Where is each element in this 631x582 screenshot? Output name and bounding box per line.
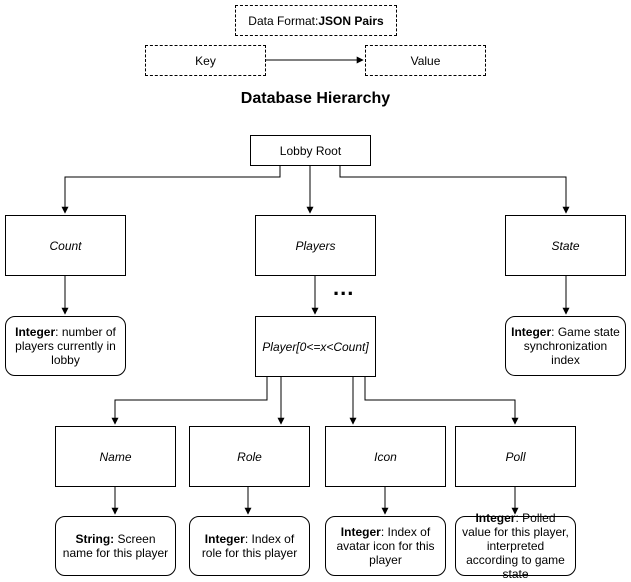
node-name-label: Name: [99, 449, 132, 464]
diagram-title: Database Hierarchy: [240, 90, 391, 107]
node-count-label: Count: [49, 238, 82, 253]
node-icon: Icon: [325, 426, 446, 487]
node-name: Name: [55, 426, 176, 487]
value-role-type: Integer: [204, 532, 245, 546]
edge-player-name: [111, 376, 268, 425]
value-count: Integer: number of players currently in …: [5, 316, 126, 376]
node-lobby-root: Lobby Root: [250, 135, 371, 166]
legend-format-value: JSON Pairs: [318, 13, 384, 28]
value-name-type: String:: [75, 532, 115, 546]
edge-player-poll: [364, 376, 519, 425]
node-players: Players: [255, 215, 376, 276]
edge-root-state: [339, 165, 570, 214]
value-role-desc: : Index of role for this player: [201, 532, 298, 560]
legend-value-box: Value: [365, 45, 486, 76]
node-player-entry: Player[0<=x<Count]: [255, 316, 376, 377]
value-icon-type: Integer: [340, 525, 381, 539]
value-state: Integer: Game state synchronization inde…: [505, 316, 626, 376]
legend-value-label: Value: [410, 53, 441, 68]
node-icon-label: Icon: [374, 449, 397, 464]
value-state-desc: : Game state synchronization index: [523, 325, 620, 367]
edge-root-count: [61, 165, 281, 214]
value-poll-desc: : Polled value for this player, interpre…: [462, 511, 569, 581]
node-state-label: State: [551, 238, 580, 253]
value-icon: Integer: Index of avatar icon for this p…: [325, 516, 446, 576]
legend-key-label: Key: [195, 53, 216, 68]
legend-key-box: Key: [145, 45, 266, 76]
value-count-type: Integer: [15, 325, 56, 339]
node-lobby-root-label: Lobby Root: [279, 143, 342, 158]
legend-format-label: Data Format:: [248, 13, 319, 28]
value-role: Integer: Index of role for this player: [189, 516, 310, 576]
value-state-type: Integer: [511, 325, 552, 339]
node-poll: Poll: [455, 426, 576, 487]
more-players-ellipsis: ...: [333, 275, 355, 300]
value-name: String: Screen name for this player: [55, 516, 176, 576]
value-poll-type: Integer: [475, 511, 516, 525]
value-count-desc: : number of players currently in lobby: [15, 325, 116, 367]
value-icon-desc: : Index of avatar icon for this player: [336, 525, 435, 567]
node-role: Role: [189, 426, 310, 487]
node-state: State: [505, 215, 626, 276]
legend-format-box: Data Format: JSON Pairs: [235, 5, 397, 36]
value-poll: Integer: Polled value for this player, i…: [455, 511, 576, 581]
node-poll-label: Poll: [505, 449, 526, 464]
node-count: Count: [5, 215, 126, 276]
value-name-desc: Screen name for this player: [62, 532, 169, 560]
node-players-label: Players: [295, 238, 336, 253]
node-role-label: Role: [237, 449, 262, 464]
node-player-entry-label: Player[0<=x<Count]: [262, 339, 369, 354]
